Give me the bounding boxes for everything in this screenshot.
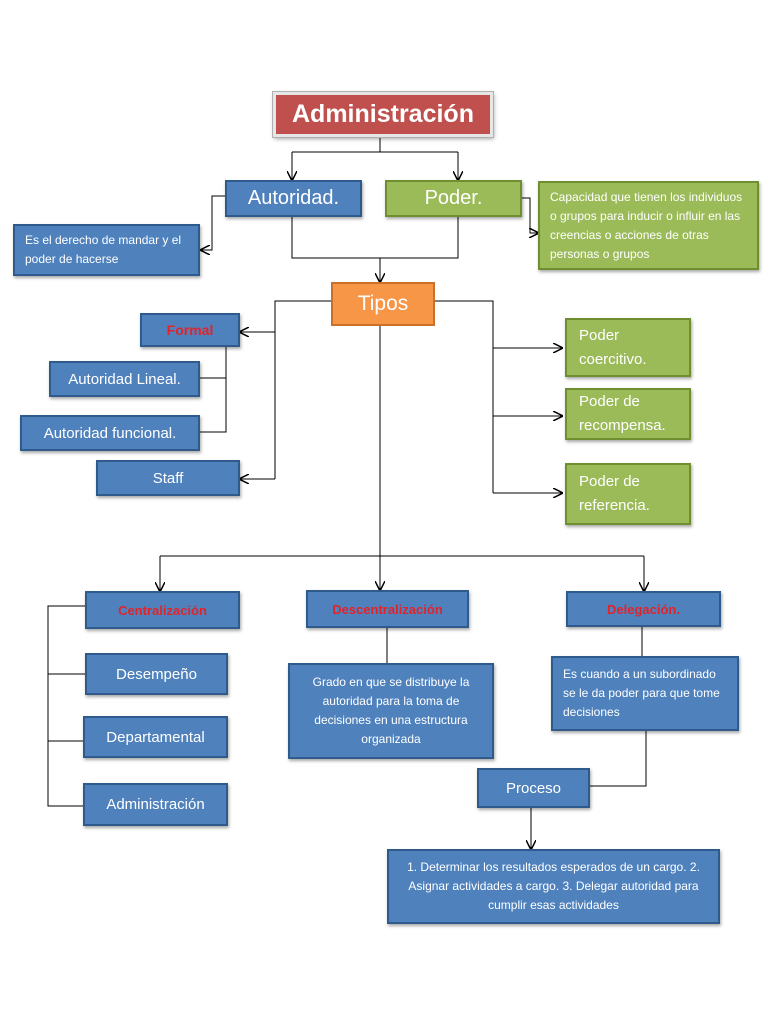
departamental-label: Departamental [106,728,205,746]
poder-referencia-node: Poder de referencia. [565,463,691,525]
autoridad-funcional-node: Autoridad funcional. [20,415,200,451]
descentralizacion-definition-box: Grado en que se distribuye la autoridad … [288,663,494,759]
administracion-root-label: Administración [292,100,474,128]
autoridad-definition-box: Es el derecho de mandar y el poder de ha… [13,224,200,276]
proceso-steps-box: 1. Determinar los resultados esperados d… [387,849,720,924]
proceso-label: Proceso [505,779,562,797]
poder-recompensa-node: Poder de recompensa. [565,388,691,440]
autoridad-lineal-node: Autoridad Lineal. [49,361,200,397]
autoridad-node: Autoridad. [225,180,362,217]
staff-node: Staff [96,460,240,496]
desempeno-node: Desempeño [85,653,228,695]
administracion-child-label: Administración [106,796,205,813]
delegacion-definition-text: Es cuando a un subordinado se le da pode… [563,667,720,719]
autoridad-funcional-label: Autoridad funcional. [43,424,177,442]
poder-recompensa-label: Poder de recompensa. [579,393,666,434]
poder-node: Poder. [385,180,522,217]
poder-definition-text: Capacidad que tienen los individuos o gr… [550,189,743,261]
descentralizacion-node: Descentralización [306,590,469,628]
tipos-label: Tipos [357,292,409,315]
administracion-child-node: Administración [83,783,228,826]
poder-label: Poder. [424,187,483,209]
delegacion-definition-box: Es cuando a un subordinado se le da pode… [551,656,739,731]
proceso-steps-text: 1. Determinar los resultados esperados d… [407,860,700,912]
centralizacion-label: Centralización [118,602,207,618]
centralizacion-node: Centralización [85,591,240,629]
descentralizacion-label: Descentralización [332,601,443,617]
poder-coercitivo-node: Poder coercitivo. [565,318,691,377]
administracion-root-node: Administración [273,92,493,137]
desempeno-label: Desempeño [116,665,197,683]
tipos-node: Tipos [331,282,435,326]
staff-label: Staff [152,469,184,487]
delegacion-label: Delegación. [607,601,680,617]
autoridad-label: Autoridad. [247,187,340,209]
formal-label: Formal [166,322,214,338]
poder-definition-box: Capacidad que tienen los individuos o gr… [538,181,759,270]
descentralizacion-definition-text: Grado en que se distribuye la autoridad … [312,675,470,746]
proceso-node: Proceso [477,768,590,808]
autoridad-definition-text: Es el derecho de mandar y el poder de ha… [25,233,182,266]
formal-node: Formal [140,313,240,347]
autoridad-lineal-label: Autoridad Lineal. [68,370,181,388]
poder-referencia-label: Poder de referencia. [579,473,650,514]
departamental-node: Departamental [83,716,228,758]
poder-coercitivo-label: Poder coercitivo. [579,326,647,368]
delegacion-node: Delegación. [566,591,721,627]
